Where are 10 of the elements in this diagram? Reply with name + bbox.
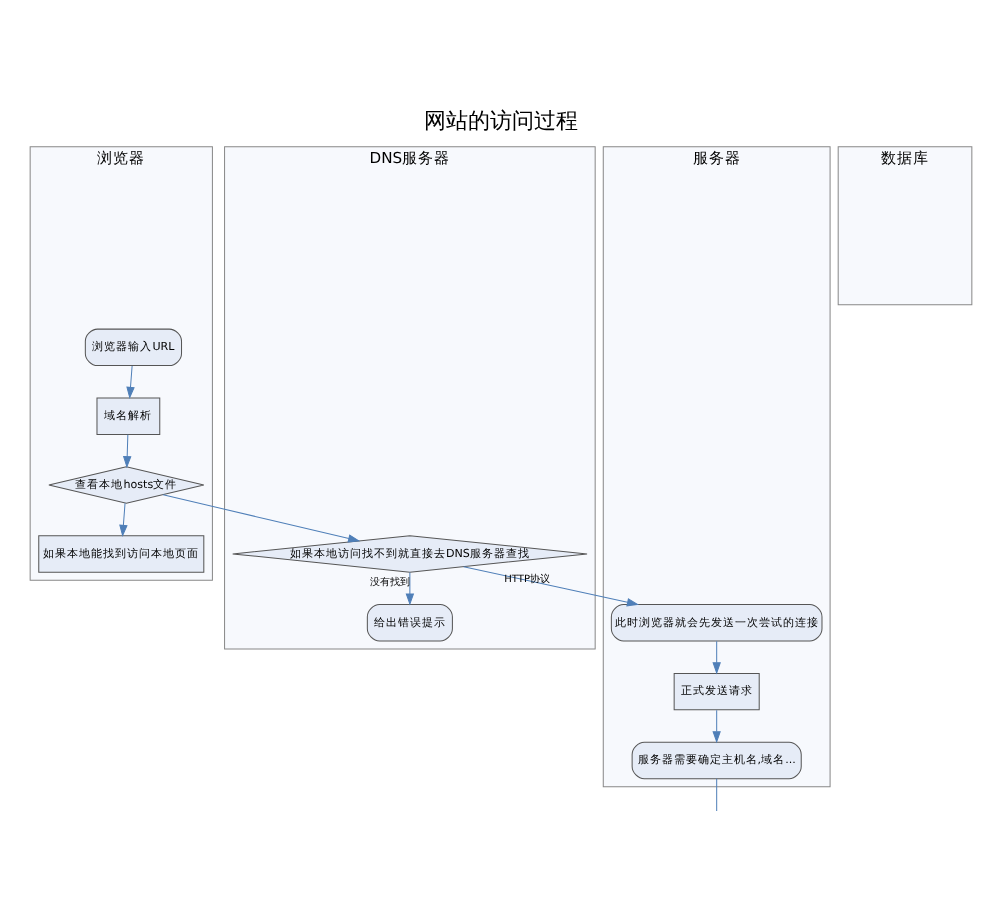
diagram-title: 网站的访问过程: [423, 108, 577, 135]
connector: [715, 778, 717, 812]
arrow: [404, 572, 414, 606]
arrow: [125, 365, 134, 400]
arrow: [118, 502, 127, 538]
arrow: [121, 434, 131, 469]
arrow: [161, 494, 360, 543]
arrow: [462, 566, 639, 607]
arrow: [711, 640, 720, 675]
arrow: [711, 709, 720, 744]
